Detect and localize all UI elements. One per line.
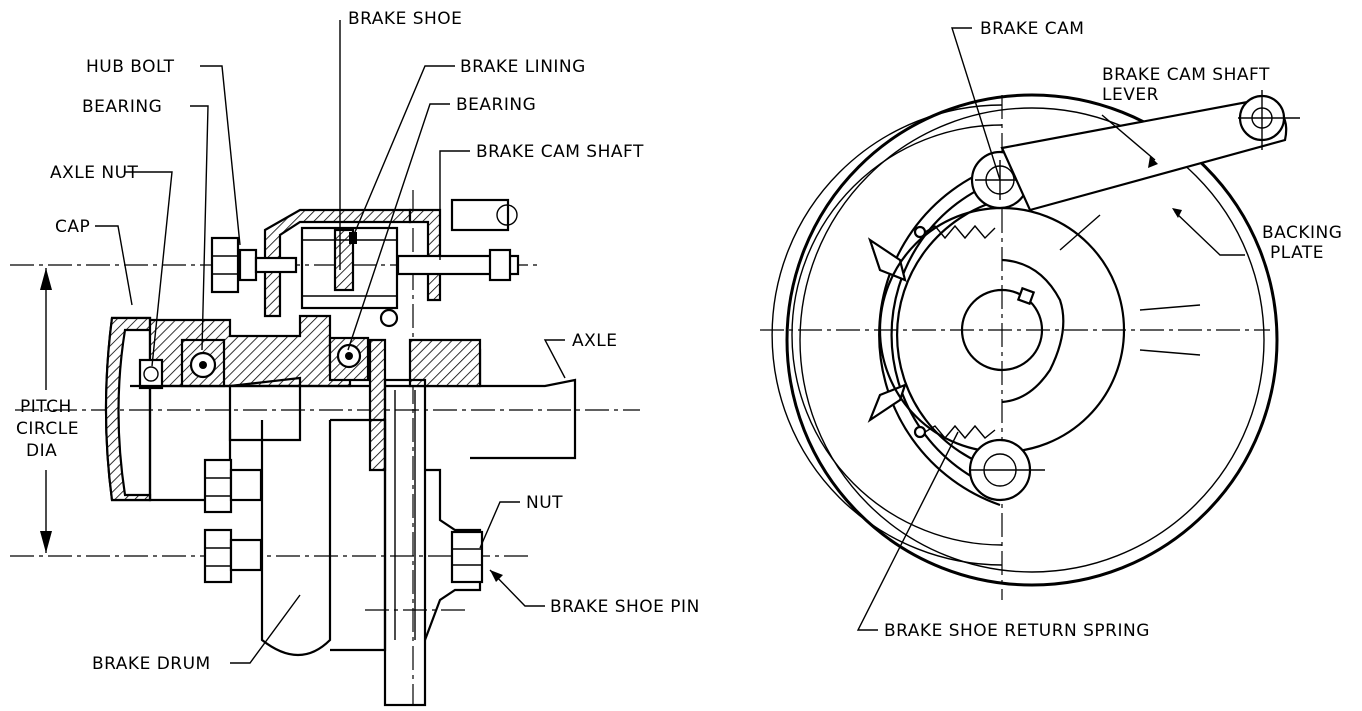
sectional-view [10,190,640,707]
label-backing-plate-line2: PLATE [1270,243,1324,263]
backing-plate-outer [785,93,1279,587]
label-bearing-outer: BEARING [82,97,162,117]
brake-shoe-pin-boss [968,438,1045,502]
label-axle-nut: AXLE NUT [50,163,139,183]
label-brake-shoe-return-spring: BRAKE SHOE RETURN SPRING [884,621,1150,641]
backing-plate-lower [423,468,482,641]
label-brake-shoe-pin: BRAKE SHOE PIN [550,597,700,617]
label-brake-shoe: BRAKE SHOE [348,9,462,29]
left-leader-lines [95,20,566,664]
label-circle: CIRCLE [16,419,79,439]
brake-shoe-pin [450,530,484,584]
brake-cam-shaft-lever [1000,90,1300,212]
label-backing-plate-line1: BACKING [1262,223,1342,243]
brake-drum-body [260,420,332,657]
front-view [760,90,1300,600]
label-dia: DIA [26,441,57,461]
lower-hub-bolts [203,458,263,584]
axle-spindle [130,378,577,460]
axle-nut [138,358,164,390]
label-brake-cam: BRAKE CAM [980,19,1084,39]
label-cap: CAP [55,217,90,237]
hub-body [148,314,352,388]
label-brake-cam-shaft-lever-line1: BRAKE CAM SHAFT [1102,65,1270,85]
label-pitch: PITCH [20,397,72,417]
label-nut: NUT [526,493,563,513]
brake-drum-housing [263,208,412,318]
label-brake-cam-shaft-lever-line2: LEVER [1102,85,1159,105]
hub-bolt [210,236,298,294]
label-bearing-inner: BEARING [456,95,536,115]
outer-bearing [180,338,226,388]
return-spring-upper [913,224,996,240]
pitch-circle-dimension [40,268,52,553]
right-leader-lines [856,27,1245,631]
label-brake-drum: BRAKE DRUM [92,654,211,674]
brake-cam-shaft [396,198,520,282]
label-brake-cam-shaft: BRAKE CAM SHAFT [476,142,644,162]
brake-cam [1001,258,1065,404]
label-brake-lining: BRAKE LINING [460,57,586,77]
brake-drum-flange [383,378,427,707]
label-axle: AXLE [572,331,618,351]
inner-bearing [328,336,370,382]
label-hub-bolt: HUB BOLT [86,57,175,77]
return-spring-lower [913,424,996,440]
oil-seal [379,308,399,328]
hub-inner-circle [960,288,1044,372]
backing-plate-section [368,338,387,472]
